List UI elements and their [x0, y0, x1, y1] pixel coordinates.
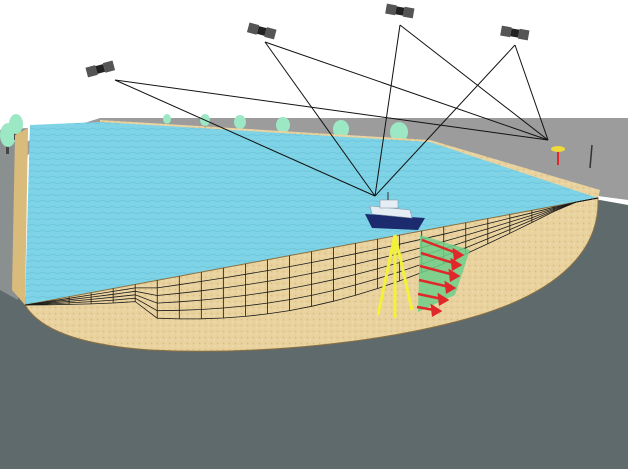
gnss-signal-lines: [114, 24, 549, 197]
grid-line-horizontal: [24, 197, 599, 306]
tripod-icon: [376, 234, 414, 318]
satellite-icon: [85, 60, 116, 78]
satellite-icon: [246, 22, 277, 40]
base-station-icon: [551, 144, 593, 169]
water-surface: [25, 122, 598, 305]
current-arrows: [416, 238, 465, 318]
grid-line-horizontal: [24, 197, 599, 320]
grid-line-horizontal: [24, 197, 599, 306]
grid-line-horizontal: [24, 197, 599, 306]
satellite-icon: [385, 3, 415, 19]
sediment-grid-mesh: [24, 197, 599, 320]
boat-icon: [365, 192, 425, 230]
satellite-icon: [500, 25, 530, 41]
grid-line-horizontal: [24, 197, 599, 312]
sediment-left-wall: [12, 128, 28, 305]
tree-icon: [9, 114, 23, 140]
